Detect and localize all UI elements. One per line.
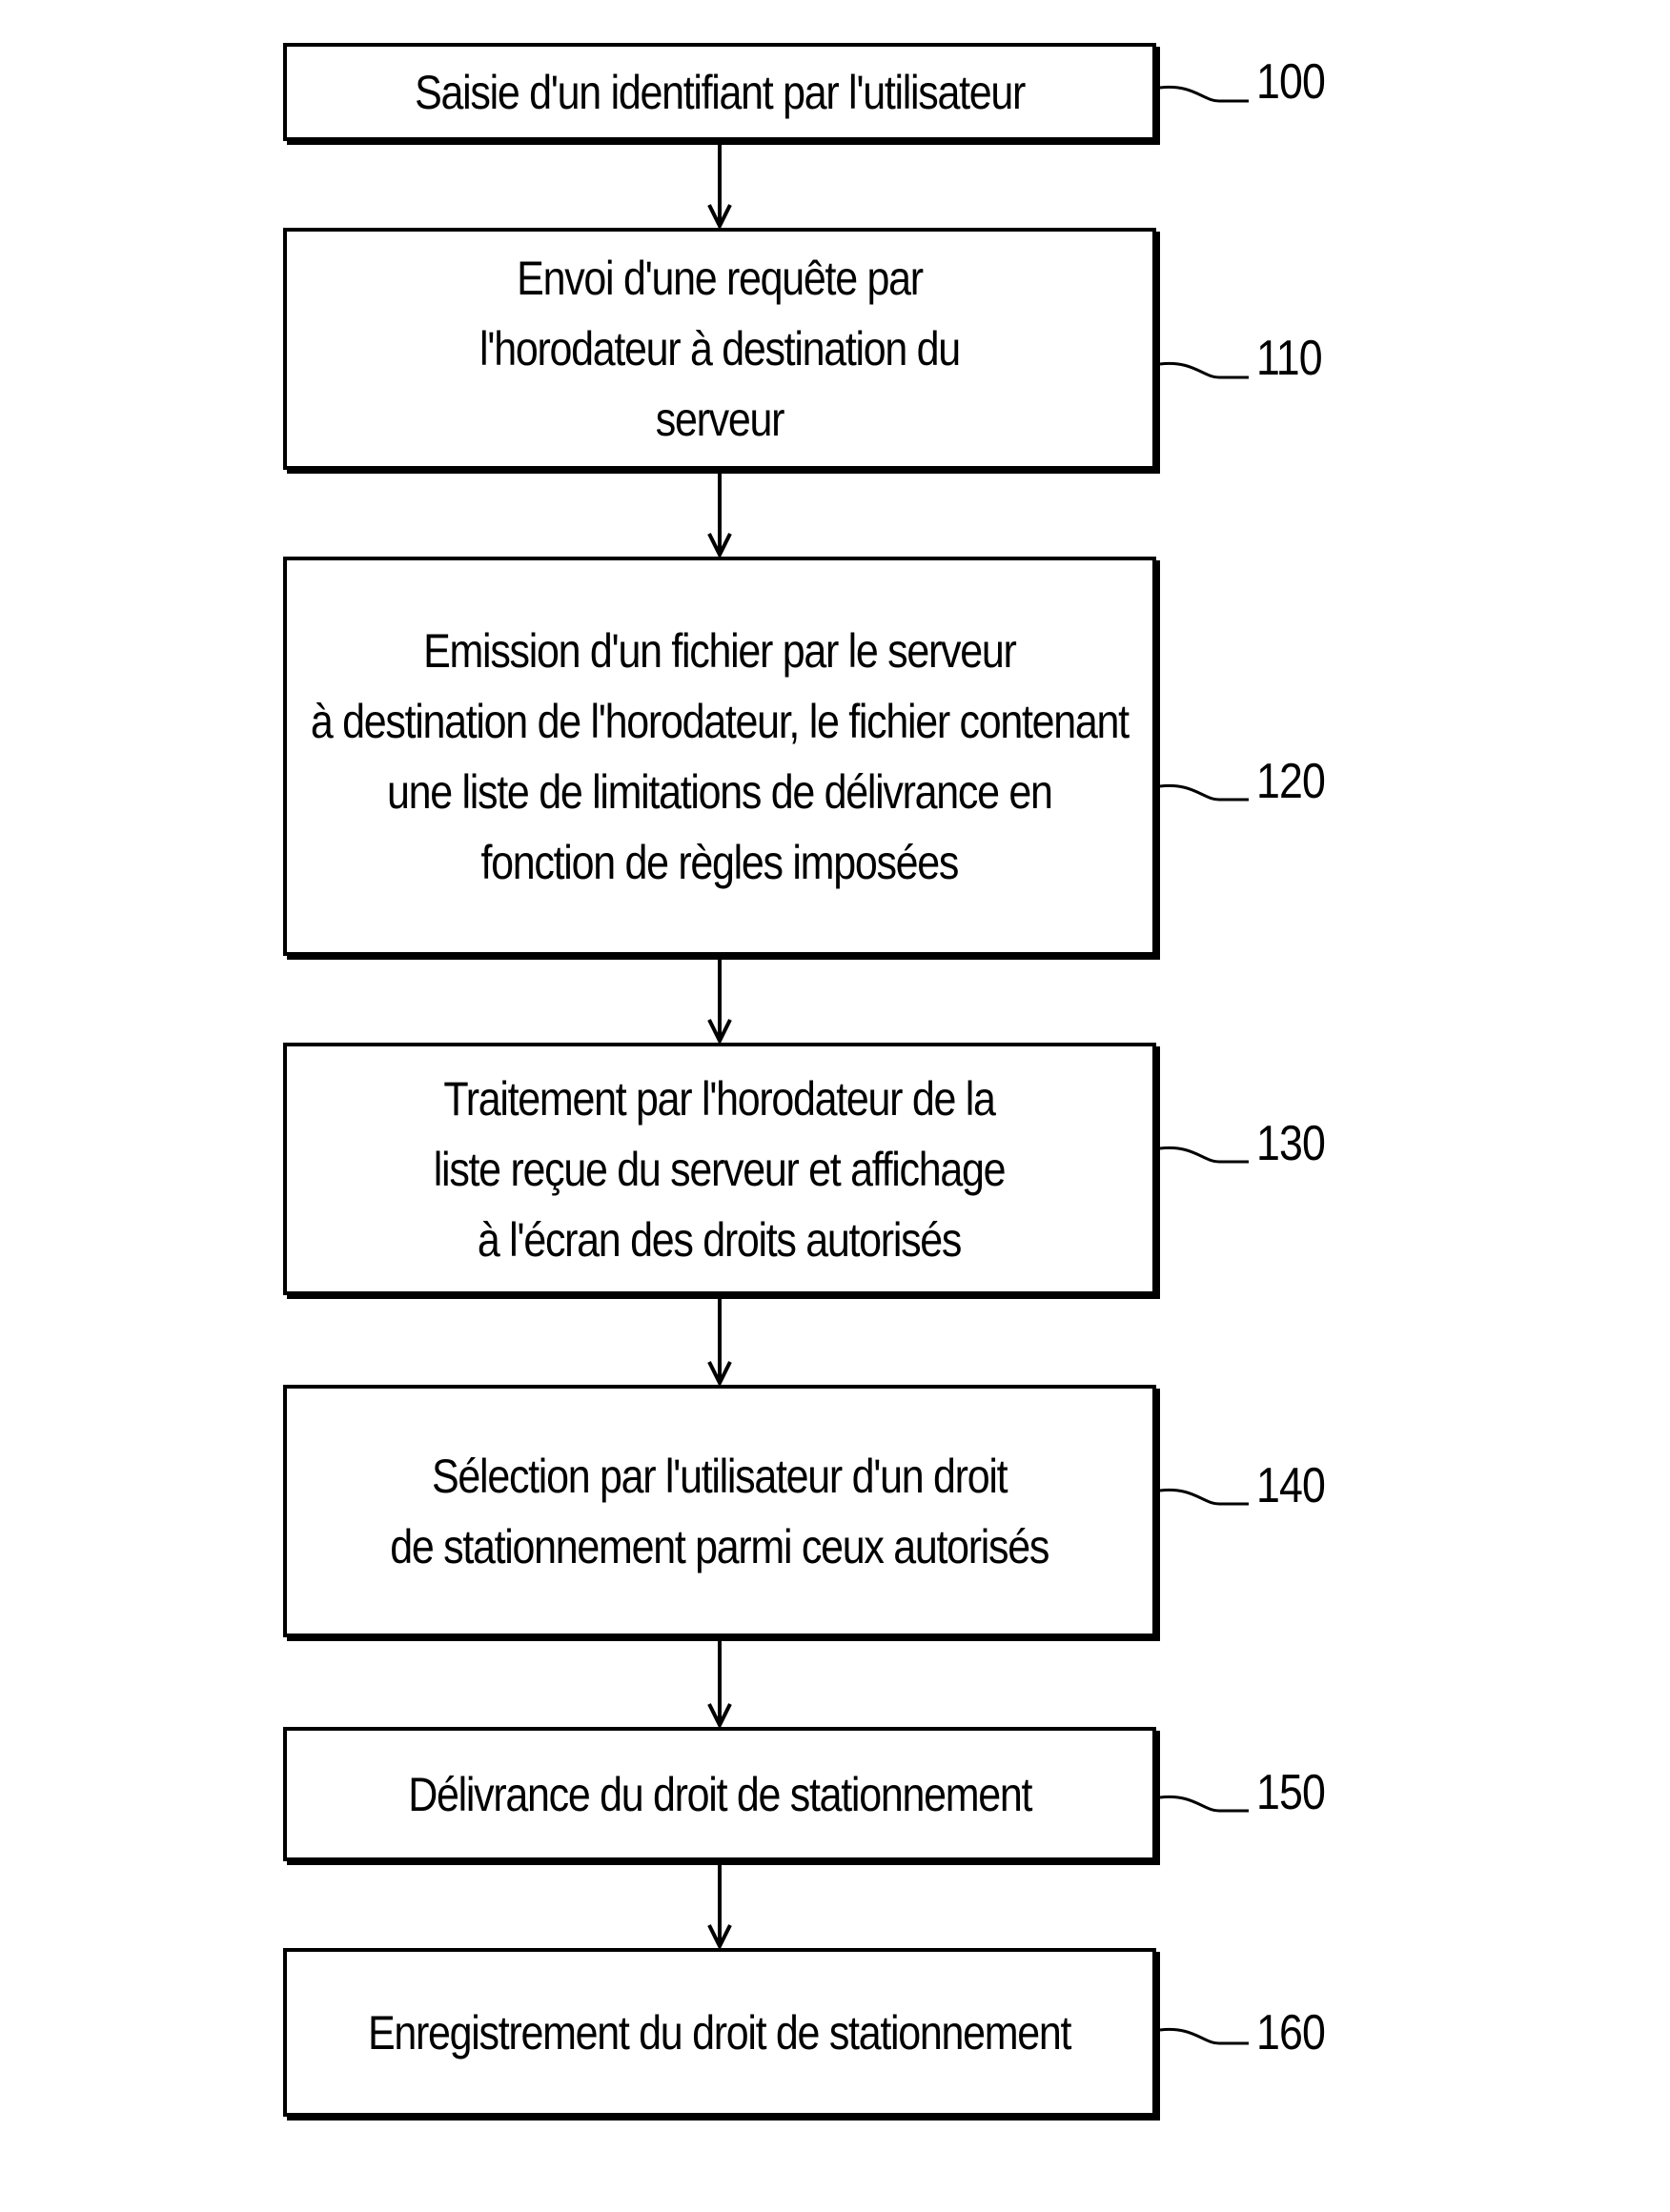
step-text-line: à l'écran des droits autorisés	[434, 1205, 1005, 1275]
step-text-line: l'horodateur à destination du	[479, 314, 960, 384]
ref-leader-line	[1160, 1490, 1249, 1504]
step-text-line: une liste de limitations de délivrance e…	[311, 757, 1129, 827]
step-text-line: de stationnement parmi ceux autorisés	[391, 1512, 1049, 1582]
ref-label-130: 130	[1256, 1115, 1325, 1172]
ref-leader-line	[1160, 2029, 1249, 2043]
ref-leader-line	[1160, 1147, 1249, 1162]
step-text-line: Saisie d'un identifiant par l'utilisateu…	[415, 57, 1025, 128]
step-text-line: Délivrance du droit de stationnement	[408, 1759, 1031, 1830]
step-text-line: Traitement par l'horodateur de la	[434, 1064, 1005, 1134]
step-box-110: Envoi d'une requête par l'horodateur à d…	[283, 228, 1156, 470]
step-box-100: Saisie d'un identifiant par l'utilisateu…	[283, 43, 1156, 141]
step-text-line: liste reçue du serveur et affichage	[434, 1134, 1005, 1205]
ref-leader-line	[1160, 87, 1249, 101]
step-box-140: Sélection par l'utilisateur d'un droit d…	[283, 1385, 1156, 1637]
step-box-150: Délivrance du droit de stationnement	[283, 1727, 1156, 1861]
step-text-line: serveur	[479, 384, 960, 455]
ref-label-160: 160	[1256, 2004, 1325, 2061]
step-box-160: Enregistrement du droit de stationnement	[283, 1948, 1156, 2117]
step-text-line: Emission d'un fichier par le serveur	[311, 616, 1129, 686]
step-text-line: Sélection par l'utilisateur d'un droit	[391, 1441, 1049, 1512]
step-text-line: Envoi d'une requête par	[479, 243, 960, 314]
ref-label-150: 150	[1256, 1764, 1325, 1821]
ref-label-110: 110	[1256, 330, 1322, 387]
ref-label-120: 120	[1256, 753, 1325, 810]
ref-leader-line	[1160, 363, 1249, 377]
ref-leader-line	[1160, 1796, 1249, 1811]
step-text-line: Enregistrement du droit de stationnement	[368, 1998, 1070, 2068]
step-box-120: Emission d'un fichier par le serveur à d…	[283, 557, 1156, 956]
step-text-line: à destination de l'horodateur, le fichie…	[311, 686, 1129, 757]
ref-label-100: 100	[1256, 53, 1325, 111]
ref-label-140: 140	[1256, 1457, 1325, 1514]
step-box-130: Traitement par l'horodateur de la liste …	[283, 1043, 1156, 1295]
step-text-line: fonction de règles imposées	[311, 827, 1129, 898]
